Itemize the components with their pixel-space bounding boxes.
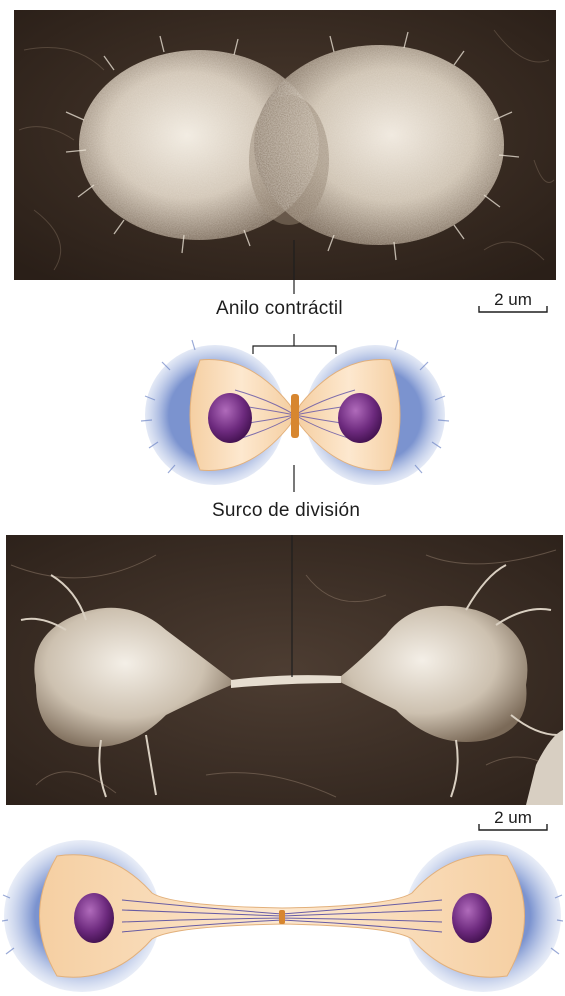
illustration-contractile-ring xyxy=(140,320,450,500)
scale-bar-bottom: 2 um xyxy=(478,808,548,834)
illustration-late-cytokinesis xyxy=(2,838,563,994)
contractile-ring-label: Anilo contráctil xyxy=(216,298,343,320)
cleavage-furrow-label: Surco de división xyxy=(212,500,360,522)
sem-micrograph-late-division xyxy=(6,535,563,805)
